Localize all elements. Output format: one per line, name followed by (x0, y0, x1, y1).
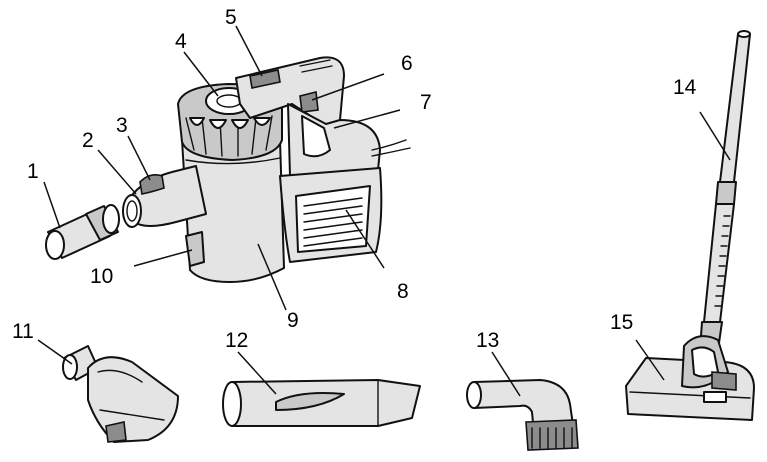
label-12: 12 (225, 329, 248, 352)
label-3: 3 (116, 114, 128, 137)
label-2: 2 (82, 129, 94, 152)
extension-coupling (46, 205, 119, 259)
label-11: 11 (12, 320, 34, 343)
crevice-tool (223, 380, 420, 426)
leader-11 (38, 340, 72, 364)
label-6: 6 (401, 52, 413, 75)
floor-head (626, 336, 754, 420)
label-15: 15 (610, 311, 633, 334)
leader-3 (128, 136, 150, 180)
label-4: 4 (175, 30, 187, 53)
label-13: 13 (476, 329, 499, 352)
leader-5 (236, 26, 262, 76)
inlet-neck (130, 166, 206, 226)
label-7: 7 (420, 91, 432, 114)
leader-1 (44, 182, 60, 228)
leader-2 (98, 150, 136, 194)
dusting-brush (467, 380, 578, 450)
turbo-brush (63, 346, 178, 442)
label-1: 1 (27, 160, 39, 183)
label-9: 9 (287, 309, 299, 332)
trigger-button (300, 92, 318, 112)
label-14: 14 (673, 76, 697, 99)
label-10: 10 (90, 265, 113, 288)
label-5: 5 (225, 6, 237, 29)
extension-tube (700, 31, 750, 350)
bin-release-button (186, 232, 204, 266)
label-8: 8 (397, 280, 409, 303)
main-unit (123, 57, 410, 282)
leader-10 (134, 250, 192, 266)
